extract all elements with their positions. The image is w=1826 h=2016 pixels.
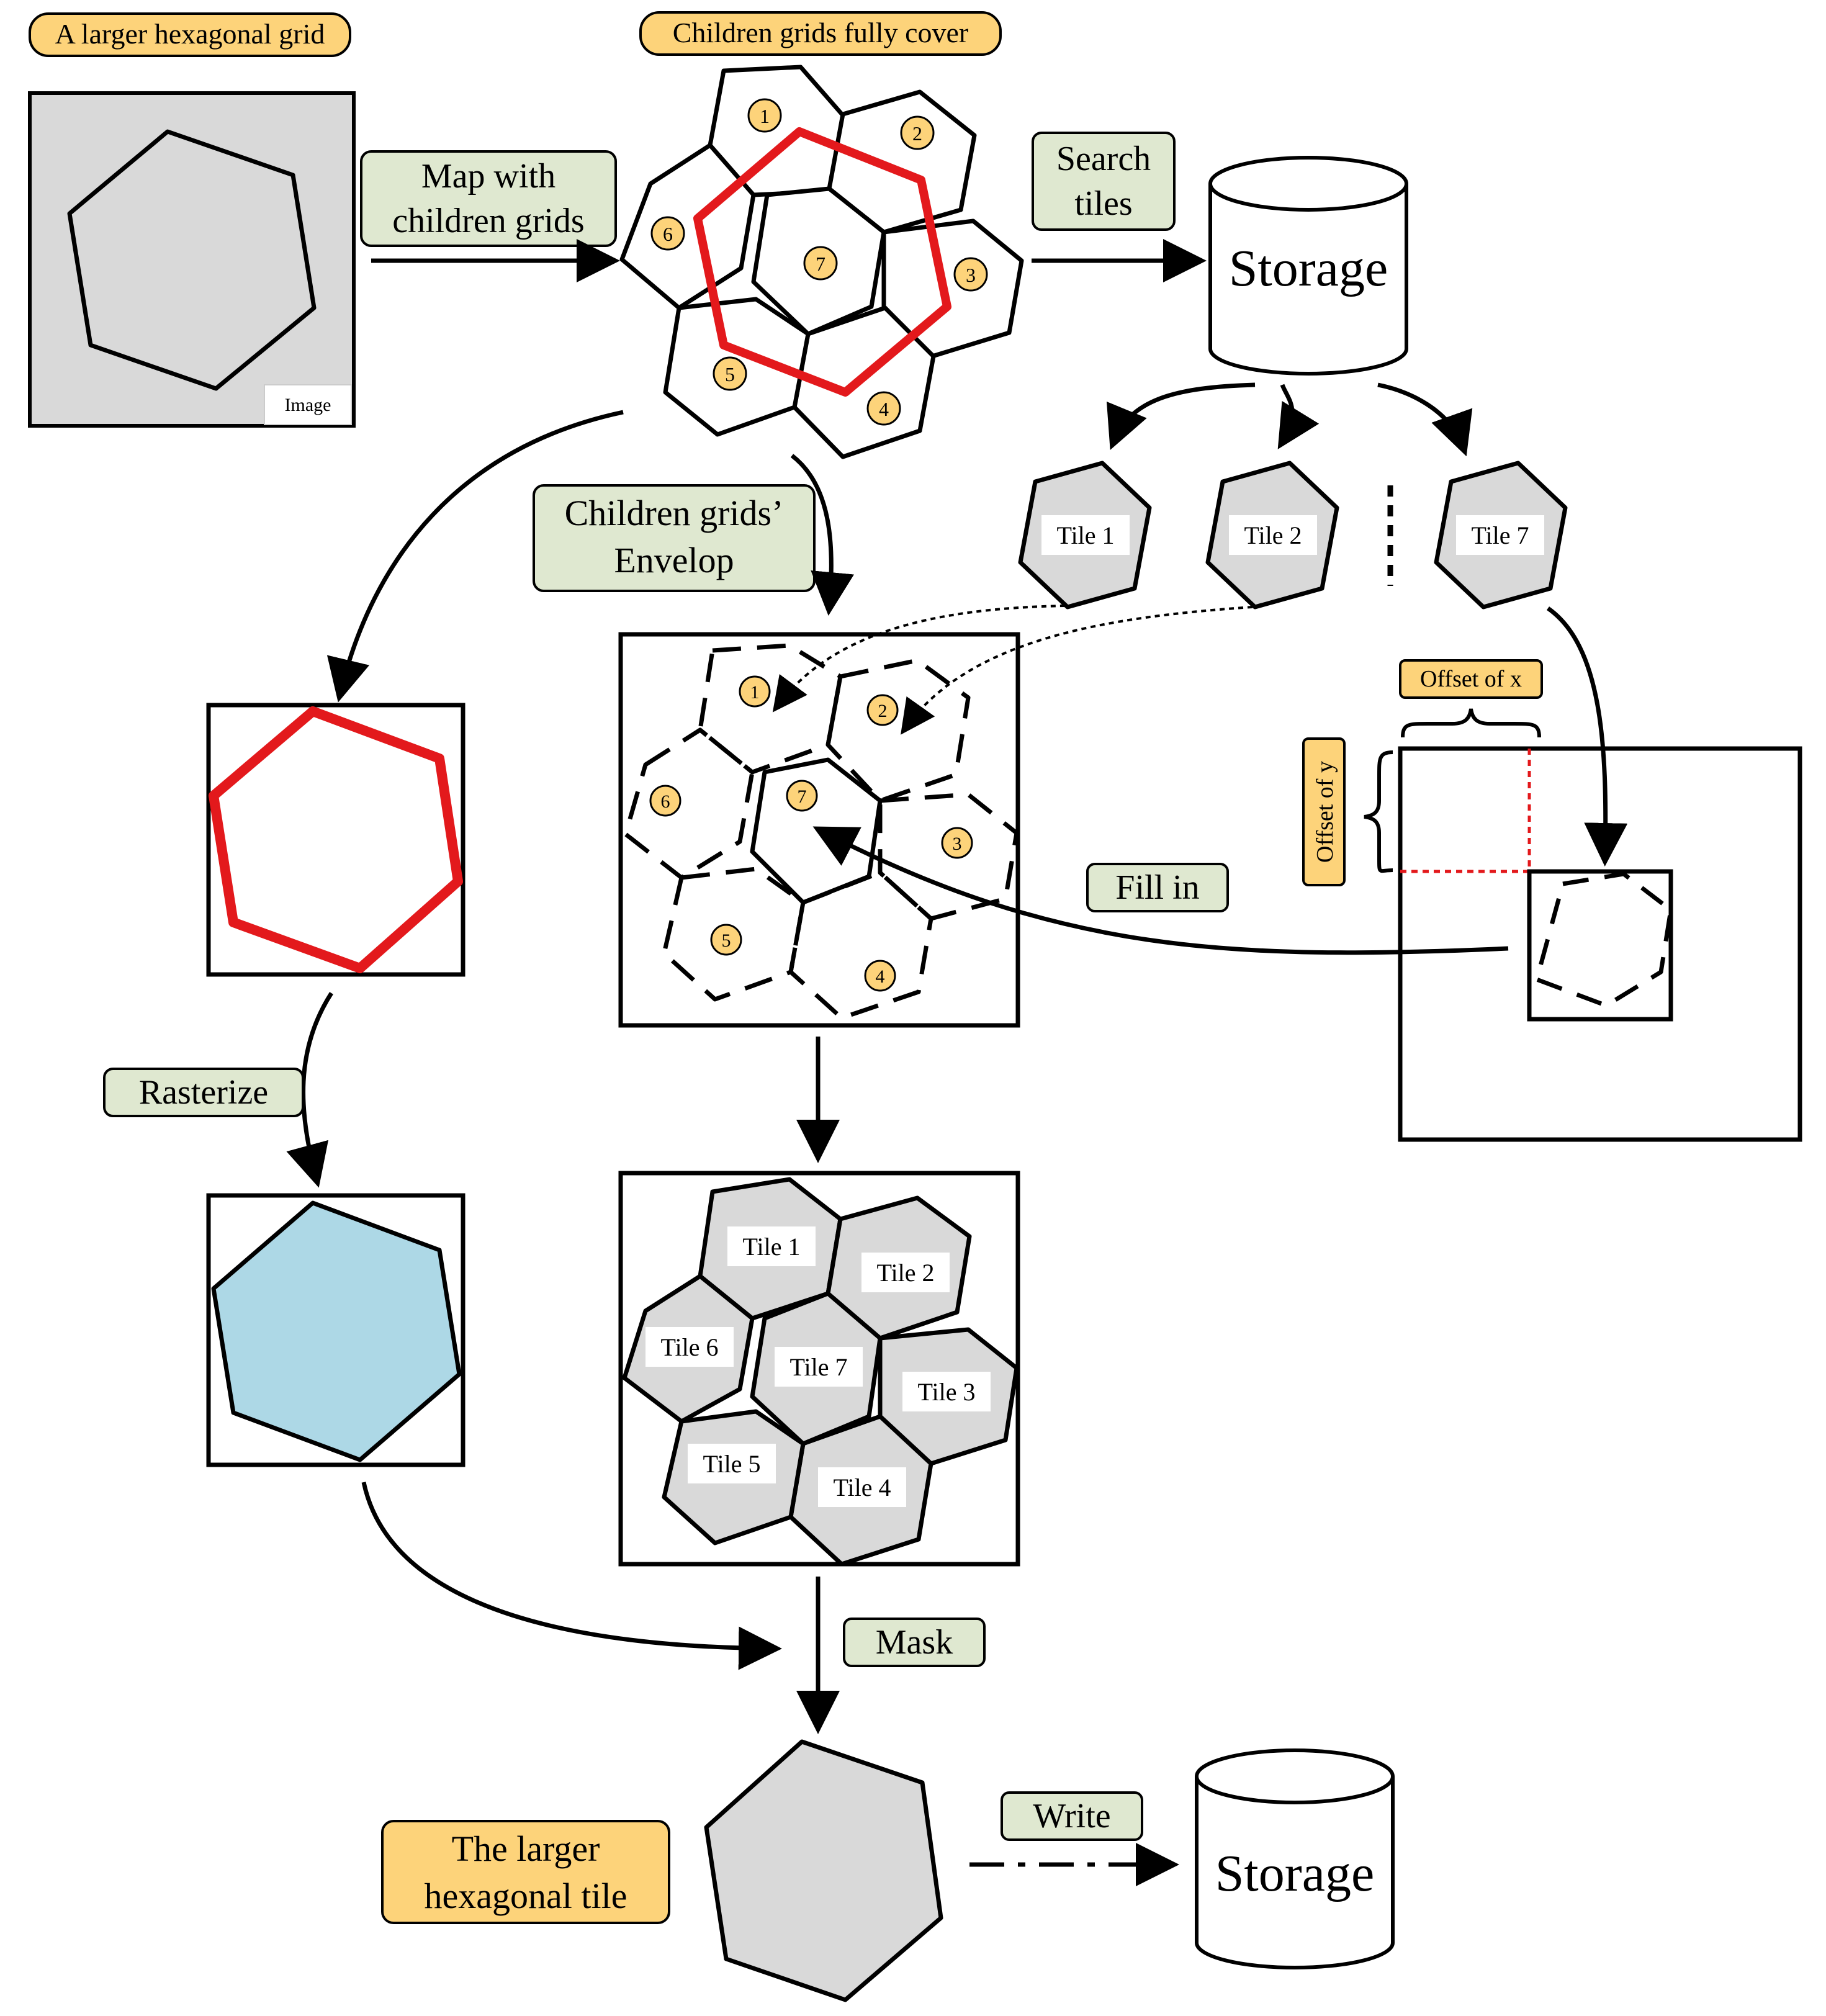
- envelop-text-1: Children grids’: [565, 493, 784, 533]
- raster-hexagon: [211, 1200, 462, 1462]
- rasterize-text: Rasterize: [139, 1073, 268, 1112]
- fill-in-text: Fill in: [1115, 868, 1199, 907]
- offset-x-text: Offset of x: [1420, 666, 1522, 692]
- map-with-children-label: Map with children grids: [360, 150, 617, 247]
- envelope-number-5: 5: [722, 930, 731, 951]
- search-text-1: Search: [1056, 140, 1151, 178]
- mosaic-tile-3-label: Tile 3: [917, 1378, 975, 1406]
- rasterize-label: Rasterize: [103, 1068, 304, 1117]
- red-hexagon: [209, 706, 463, 973]
- write-label: Write: [1001, 1791, 1143, 1841]
- brace-x: [1401, 708, 1541, 738]
- children-grid-cluster: [619, 65, 1024, 459]
- rasterized-box: [206, 1193, 465, 1467]
- larger-tile-text-1: The larger: [452, 1829, 600, 1869]
- mosaic-tile-4-label: Tile 4: [833, 1474, 891, 1501]
- larger-tile-label: The larger hexagonal tile: [381, 1820, 670, 1924]
- envelope-number-2: 2: [878, 701, 888, 721]
- larger-hexagon: [67, 129, 317, 391]
- map-with-text-1: Map with: [421, 157, 555, 196]
- image-caption: Image: [285, 395, 331, 415]
- dotted-arrow-tile2: [901, 606, 1253, 735]
- top-tile-2: Tile 2: [1205, 461, 1339, 610]
- cluster-number-6: 6: [663, 223, 673, 245]
- cluster-number-1: 1: [760, 105, 770, 127]
- brace-y: [1364, 750, 1393, 873]
- fill-in-label: Fill in: [1086, 863, 1229, 912]
- children-cover-label-text: Children grids fully cover: [673, 17, 969, 48]
- envelop-text-2: Envelop: [614, 540, 734, 580]
- envelope-number-1: 1: [750, 682, 760, 703]
- mosaic-tile-7-label: Tile 7: [789, 1353, 847, 1381]
- larger-tile-text-2: hexagonal tile: [425, 1876, 627, 1916]
- arrow-tile2: [1277, 384, 1320, 449]
- top-tile-1: Tile 1: [1018, 461, 1152, 610]
- image-panel: Image: [28, 91, 356, 428]
- search-tiles-label: Search tiles: [1032, 132, 1176, 231]
- red-outline-box: [206, 703, 465, 977]
- storage-text-bottom: Storage: [1215, 1845, 1375, 1902]
- larger-grid-label: A larger hexagonal grid: [29, 12, 351, 57]
- offset-panel: [1398, 746, 1802, 1142]
- mosaic-tile-5-label: Tile 5: [703, 1450, 760, 1478]
- arrow-tile7: [1377, 382, 1473, 457]
- envelope-number-6: 6: [661, 791, 670, 812]
- mosaic-box: Tile 1 Tile 2 Tile 3 Tile 4 Tile 5 Tile …: [618, 1171, 1020, 1567]
- cluster-number-2: 2: [912, 122, 922, 145]
- cluster-number-4: 4: [879, 398, 889, 420]
- final-hexagon-tile: [704, 1739, 943, 2002]
- mask-label: Mask: [843, 1618, 986, 1667]
- top-tile-2-label: Tile 2: [1244, 521, 1302, 549]
- top-tile-1-label: Tile 1: [1056, 521, 1114, 549]
- arrow-raster-to-mask: [361, 1482, 782, 1670]
- envelope-number-3: 3: [953, 834, 962, 854]
- offset-y-label: Offset of y: [1302, 737, 1346, 886]
- larger-grid-label-text: A larger hexagonal grid: [55, 18, 325, 50]
- arrow-to-red-box: [326, 410, 624, 703]
- search-text-2: tiles: [1074, 184, 1132, 223]
- offset-y-text: Offset of y: [1312, 761, 1338, 863]
- top-tile-7-label: Tile 7: [1471, 521, 1529, 549]
- envelop-label: Children grids’ Envelop: [533, 484, 816, 592]
- arrow-tile7-to-offset: [1546, 606, 1628, 866]
- envelope-number-7: 7: [798, 786, 807, 807]
- children-cover-label: Children grids fully cover: [639, 11, 1002, 56]
- mosaic-tile-1-label: Tile 1: [742, 1233, 800, 1261]
- storage-text-top: Storage: [1229, 240, 1388, 297]
- mosaic-tile-6-label: Tile 6: [660, 1333, 718, 1361]
- map-with-text-2: children grids: [392, 202, 584, 240]
- mosaic-tile-2-label: Tile 2: [876, 1259, 934, 1287]
- offset-x-label: Offset of x: [1399, 659, 1543, 699]
- arrow-fill-in: [812, 826, 1509, 955]
- storage-cylinder-bottom: Storage: [1195, 1748, 1395, 1969]
- arrow-rasterize: [286, 992, 333, 1188]
- cluster-number-5: 5: [725, 363, 735, 385]
- arrow-tile1: [1107, 382, 1256, 450]
- red-outline-hexagon: [693, 127, 951, 397]
- envelope-box: 1 2 3 4 5 6 7: [618, 632, 1020, 1028]
- cluster-numbers: 1 2 3 4 5 6 7: [650, 98, 988, 426]
- top-tile-7: Tile 7: [1434, 461, 1568, 610]
- envelope-number-4: 4: [876, 966, 885, 987]
- arrow-envelop: [790, 454, 855, 616]
- offset-dashed-hexagon: [1534, 871, 1673, 1008]
- storage-cylinder-top: Storage: [1208, 156, 1408, 376]
- cluster-number-7: 7: [816, 253, 825, 275]
- write-text: Write: [1033, 1797, 1110, 1835]
- mask-text: Mask: [876, 1623, 953, 1662]
- cluster-number-3: 3: [966, 264, 976, 286]
